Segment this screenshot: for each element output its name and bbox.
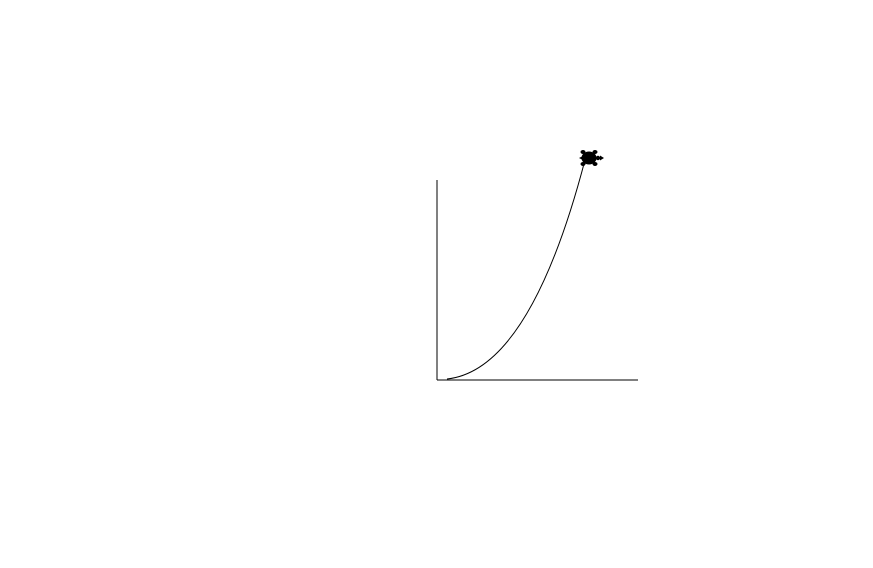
turtle-icon bbox=[579, 150, 604, 166]
curve-trace bbox=[446, 159, 586, 380]
